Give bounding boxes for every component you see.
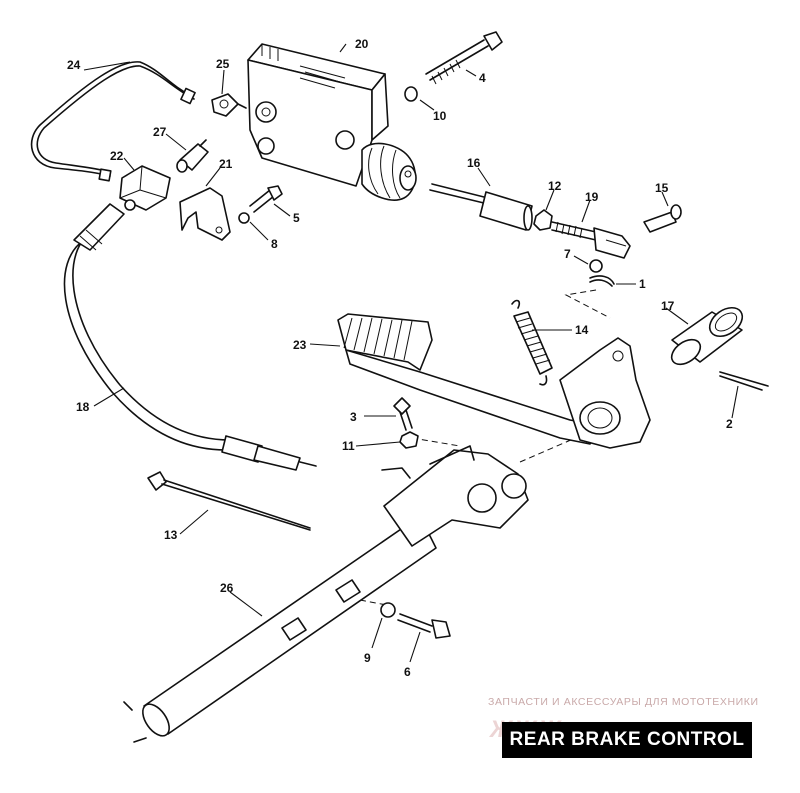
callout-25: 25 xyxy=(216,57,230,71)
part-pushrod-16 xyxy=(429,183,533,231)
callout-13: 13 xyxy=(164,528,178,542)
callout-27: 27 xyxy=(153,125,167,139)
callout-12: 12 xyxy=(548,179,562,193)
part-cable-tie-13 xyxy=(147,471,311,531)
part-clevis-19 xyxy=(551,221,631,259)
callout-4: 4 xyxy=(479,71,486,85)
callout-20: 20 xyxy=(355,37,369,51)
callout-22: 22 xyxy=(110,149,124,163)
part-pedal-23 xyxy=(337,313,651,449)
callout-3: 3 xyxy=(350,410,357,424)
assembly-line xyxy=(564,289,611,319)
part-cotter-pin-1 xyxy=(589,275,615,287)
callout-26: 26 xyxy=(220,581,234,595)
callout-6: 6 xyxy=(404,665,411,679)
part-fitting-25 xyxy=(211,93,247,117)
part-bolt-6 xyxy=(397,613,451,639)
part-nut-12 xyxy=(533,209,553,231)
part-washer-10 xyxy=(404,86,418,102)
callout-5: 5 xyxy=(293,211,300,225)
part-master-cylinder xyxy=(247,43,417,201)
part-spring-14 xyxy=(511,299,553,386)
callout-10: 10 xyxy=(433,109,447,123)
part-bolt-5 xyxy=(249,185,283,213)
part-washer-8 xyxy=(238,212,250,224)
part-nut-11 xyxy=(399,431,419,449)
callout-2: 2 xyxy=(726,417,733,431)
part-cotter-pin-2 xyxy=(719,371,769,391)
callout-16: 16 xyxy=(467,156,481,170)
diagram-title: REAR BRAKE CONTROL xyxy=(509,729,745,750)
callout-23: 23 xyxy=(293,338,307,352)
callout-17: 17 xyxy=(661,299,675,313)
part-washer-9 xyxy=(380,602,396,618)
part-bolt-3 xyxy=(393,397,413,431)
part-shaft-26 xyxy=(123,445,529,743)
part-bushing-17 xyxy=(670,306,744,366)
callout-labels: 20 4 10 24 25 27 22 21 5 8 16 12 19 15 7… xyxy=(67,37,733,679)
part-pin-15 xyxy=(643,204,682,233)
part-washer-7 xyxy=(589,259,603,273)
callout-19: 19 xyxy=(585,190,599,204)
part-brake-line-24 xyxy=(30,61,196,182)
title-banner: REAR BRAKE CONTROL xyxy=(502,722,752,758)
part-hose-18 xyxy=(63,203,317,471)
assembly-line xyxy=(411,437,461,447)
part-switch-27 xyxy=(176,139,209,173)
callout-8: 8 xyxy=(271,237,278,251)
callout-11: 11 xyxy=(342,439,355,453)
callout-9: 9 xyxy=(364,651,371,665)
part-bolt-4 xyxy=(425,31,503,85)
part-bracket-21 xyxy=(179,187,231,241)
part-junction-block-22 xyxy=(119,165,171,211)
callout-1: 1 xyxy=(639,277,646,291)
callout-leaders xyxy=(83,43,739,663)
callout-14: 14 xyxy=(575,323,589,337)
callout-18: 18 xyxy=(76,400,90,414)
callout-21: 21 xyxy=(219,157,233,171)
callout-15: 15 xyxy=(655,181,669,195)
callout-24: 24 xyxy=(67,58,81,72)
callout-7: 7 xyxy=(564,247,571,261)
watermark-caption: ЗАПЧАСТИ И АКСЕССУАРЫ ДЛЯ МОТОТЕХНИКИ xyxy=(488,696,759,708)
assembly-line xyxy=(359,599,393,607)
